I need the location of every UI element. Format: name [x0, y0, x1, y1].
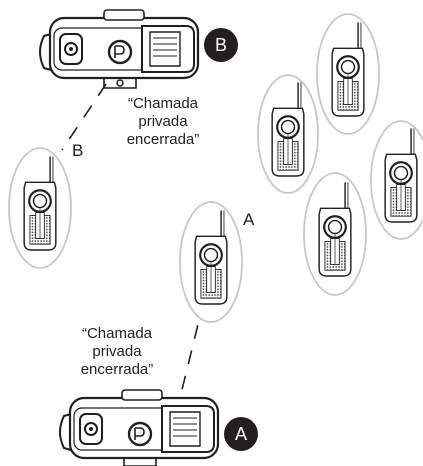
handheld-radio-b — [8, 147, 72, 269]
dashed-link-b — [61, 83, 107, 151]
handheld-radio-a — [179, 201, 243, 323]
private-call-icon — [107, 39, 133, 65]
topdown-radio-icon — [59, 389, 220, 466]
topdown-radio-icon — [39, 9, 200, 89]
handheld-label-a: A — [243, 210, 255, 229]
power-button-icon — [59, 33, 83, 65]
power-button-icon — [79, 413, 103, 445]
caption-private-call-ended-a: “Chamada privada encerrada” — [80, 325, 154, 378]
private-call-icon — [127, 421, 153, 447]
caption-private-call-ended-b: “Chamada privada encerrada” — [126, 95, 200, 148]
handheld-label-b: B — [72, 141, 84, 160]
topdown-radio-b — [39, 9, 200, 89]
dashed-link-a — [177, 299, 205, 407]
handheld-radio-group — [257, 13, 423, 296]
radio-b-badge: B — [204, 28, 238, 62]
topdown-radio-a — [59, 389, 220, 466]
radio-a-badge: A — [224, 417, 258, 451]
